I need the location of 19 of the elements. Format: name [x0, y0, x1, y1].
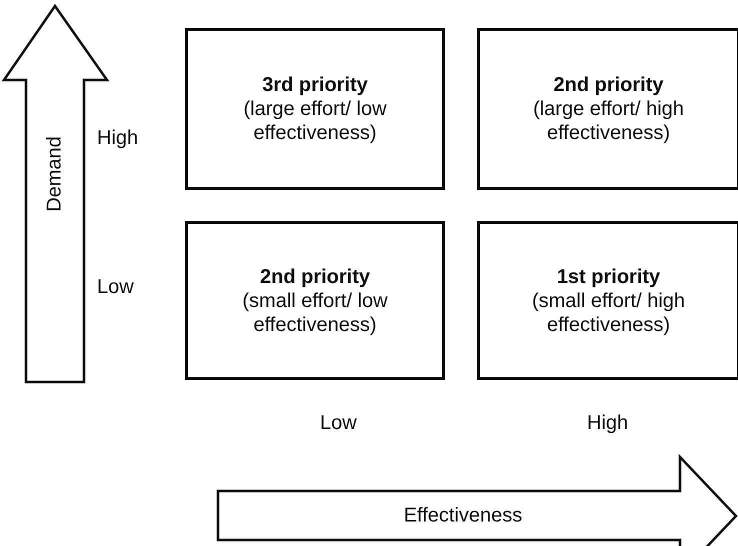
- axis-level-label: Low: [320, 412, 357, 435]
- priority-heading: 3rd priority: [262, 73, 368, 97]
- block-arrow: [216, 455, 738, 546]
- axis-title: Effectiveness: [404, 504, 522, 528]
- priority-description: (small effort/ low effectiveness): [241, 288, 389, 336]
- priority-heading: 2nd priority: [553, 73, 664, 97]
- quadrant-box: [185, 221, 445, 380]
- axis-level-label: High: [97, 127, 138, 150]
- priority-description: (large effort/ low effectiveness): [242, 97, 388, 145]
- axis-title: Demand: [44, 136, 66, 212]
- axis-level-label: Low: [97, 276, 134, 299]
- axis-level-label: High: [587, 412, 628, 435]
- quadrant-box: [477, 28, 738, 190]
- priority-description: (small effort/ high effectiveness): [530, 288, 686, 336]
- priority-heading: 2nd priority: [260, 264, 370, 288]
- priority-heading: 1st priority: [556, 264, 660, 288]
- quadrant-box: [477, 221, 738, 380]
- priority-description: (large effort/ high effectiveness): [532, 97, 685, 145]
- quadrant-box: [185, 28, 445, 190]
